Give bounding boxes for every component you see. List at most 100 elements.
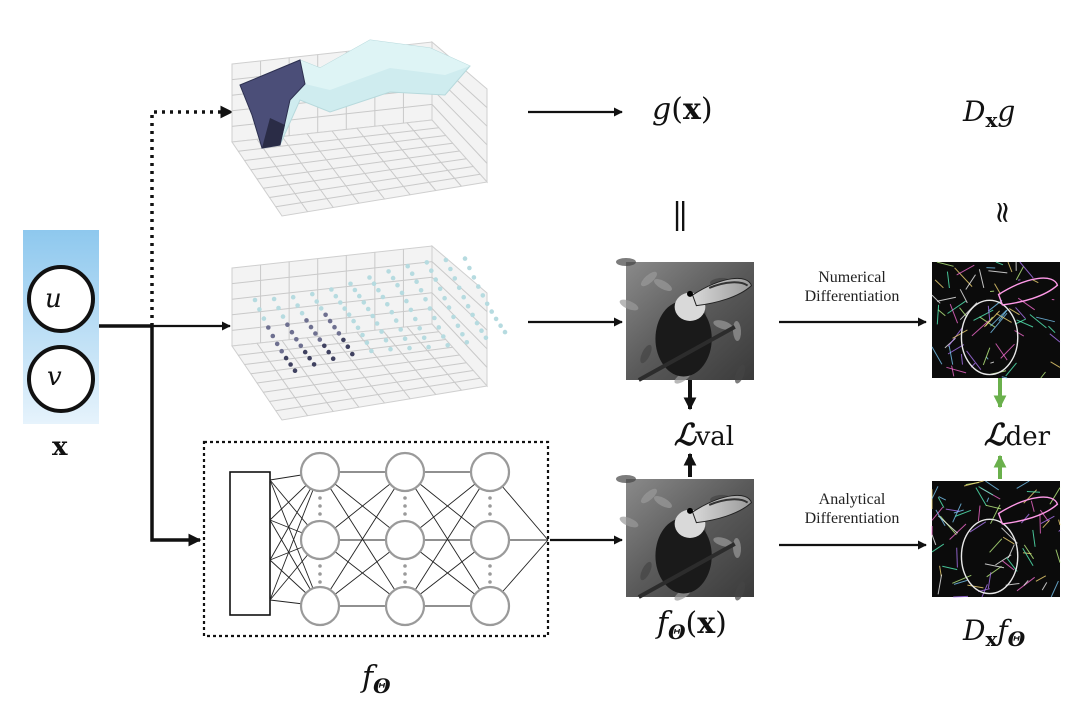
sample-point — [432, 315, 437, 321]
ftheta-fn: f — [362, 660, 374, 695]
dx-sub: x — [985, 108, 998, 132]
sample-point — [441, 334, 446, 339]
sample-point — [388, 346, 393, 352]
edge-stroke — [990, 504, 1001, 524]
bird-beak — [691, 494, 753, 524]
edge-stroke — [975, 487, 987, 507]
edge-stroke — [1016, 480, 1030, 489]
dxf-sub: x — [985, 627, 998, 651]
edge-stroke — [995, 261, 1004, 266]
sample-point — [380, 294, 386, 300]
surface-plot — [231, 39, 488, 217]
edge-stroke — [1008, 308, 1020, 316]
f-fn: f — [657, 606, 669, 641]
sample-point — [489, 309, 495, 314]
label-f-of-x: fΘ(x) — [657, 606, 727, 644]
sample-point — [470, 312, 475, 318]
sample-point — [467, 265, 472, 271]
sample-point — [460, 332, 465, 337]
sample-point — [351, 318, 356, 324]
sample-point — [304, 318, 309, 323]
sample-point — [336, 331, 342, 336]
edge-stroke — [952, 574, 972, 584]
neuron — [384, 585, 426, 627]
surface-shadow — [262, 118, 285, 148]
edge-stroke — [1058, 529, 1061, 532]
leaf — [641, 271, 657, 287]
ellipsis-dot — [318, 572, 322, 576]
edge-stroke — [1030, 500, 1035, 512]
sample-point — [341, 337, 346, 343]
edge-stroke — [1040, 371, 1046, 379]
edge-stroke — [953, 579, 968, 585]
g-arg: x — [682, 92, 701, 127]
edge-stroke — [1022, 547, 1034, 566]
sample-point — [409, 271, 415, 277]
neuron — [384, 519, 426, 561]
input-block — [23, 230, 99, 424]
sample-point — [395, 282, 400, 288]
network-box — [202, 440, 550, 638]
edge-stroke — [987, 305, 991, 323]
ellipsis-dots — [318, 496, 492, 584]
sample-point — [480, 293, 486, 298]
neuron — [469, 451, 511, 493]
sample-point — [308, 324, 314, 330]
sample-point — [479, 328, 484, 334]
edge-stroke — [981, 584, 988, 598]
edge-stroke — [1019, 261, 1034, 279]
edge-stroke — [985, 480, 999, 491]
grid-line — [431, 308, 488, 368]
edge-stroke — [1017, 297, 1035, 311]
edge-stroke — [1016, 319, 1034, 328]
edge-stroke — [1036, 316, 1055, 323]
edge-stroke — [967, 584, 984, 589]
edge-stroke — [996, 313, 1012, 323]
sample-point — [426, 344, 431, 350]
edge-stroke — [986, 565, 1002, 578]
sample-point — [327, 318, 333, 324]
edge-stroke — [1023, 544, 1035, 560]
edge-stroke — [949, 523, 967, 540]
grid-line — [231, 261, 433, 285]
sample-point — [274, 341, 280, 347]
neural-network — [202, 440, 550, 638]
neuron — [469, 585, 511, 627]
grid-line — [381, 125, 437, 191]
label-f-theta: fΘ — [362, 660, 391, 698]
plot-floor — [231, 119, 488, 217]
edge-stroke — [1049, 487, 1061, 505]
sample-point — [257, 307, 262, 312]
beak-stripe — [708, 498, 749, 506]
sample-point — [279, 348, 285, 354]
sample-point — [417, 326, 423, 331]
grid-line — [431, 88, 488, 146]
edge-stroke — [937, 497, 945, 508]
sample-point — [361, 300, 367, 305]
edge-stroke — [953, 595, 969, 598]
network-neurons — [299, 451, 511, 627]
edge-stroke — [984, 563, 1005, 569]
sample-point — [374, 321, 380, 326]
grid-line — [256, 354, 460, 384]
edge-stroke — [949, 303, 959, 324]
edge-stroke — [931, 534, 937, 546]
sample-point — [283, 355, 289, 361]
edge-stroke — [977, 505, 981, 522]
sample-point — [310, 291, 315, 297]
leaf — [640, 561, 652, 581]
edge-stroke — [988, 270, 1008, 274]
g-fn: g — [652, 92, 672, 127]
sample-point — [369, 348, 374, 354]
sample-point — [276, 305, 281, 311]
sample-point — [423, 297, 428, 302]
edge-stroke — [971, 320, 990, 337]
grid-line — [263, 158, 467, 189]
leaf — [619, 299, 639, 311]
edge-stroke — [956, 264, 975, 276]
loss-der-sub: der — [1005, 422, 1051, 452]
surface-highlight — [300, 40, 470, 90]
leaf — [713, 537, 733, 547]
ellipsis-dot — [403, 580, 407, 584]
